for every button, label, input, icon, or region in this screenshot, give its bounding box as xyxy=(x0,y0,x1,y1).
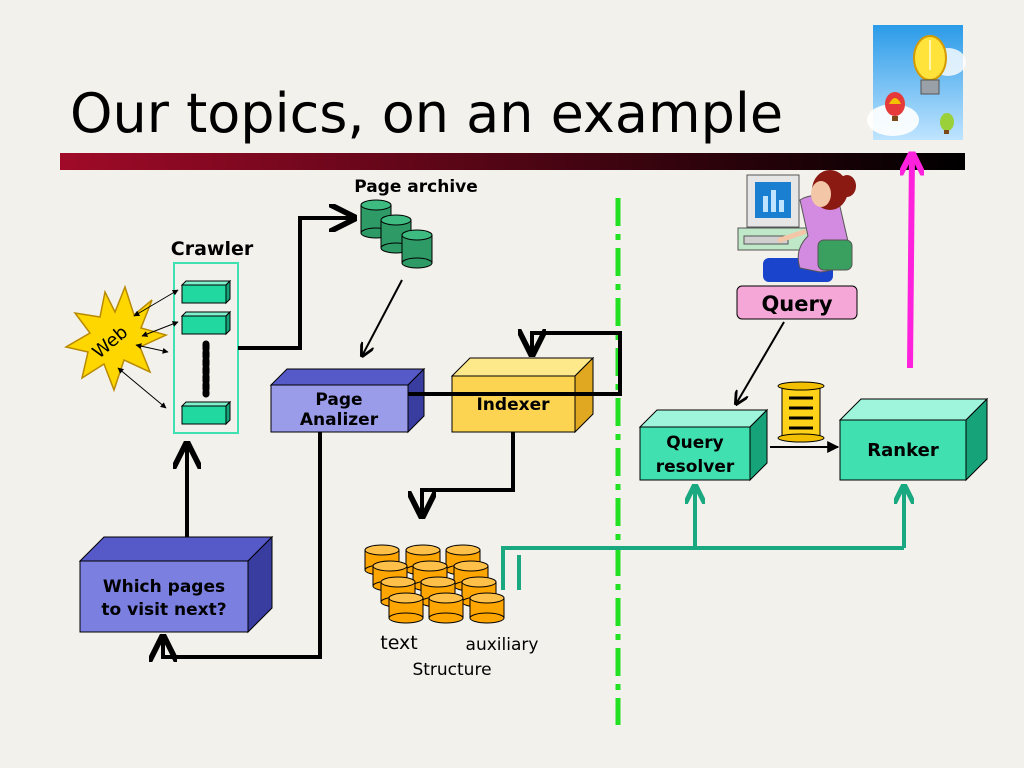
crawler-agents xyxy=(180,279,232,426)
ranker-to-user-arrow xyxy=(910,154,912,369)
which-pages-label-line1: Which pages xyxy=(103,577,225,597)
structure-cylinder xyxy=(469,592,505,624)
structure-cylinder xyxy=(428,592,464,624)
web-crawler-arrow xyxy=(117,367,167,409)
which-pages-label-line2: to visit next? xyxy=(101,600,226,620)
structure-to-query-connectors xyxy=(501,486,904,590)
ranker-label: Ranker xyxy=(867,440,939,461)
web-crawler-arrow xyxy=(133,289,179,317)
ranker-box: Ranker xyxy=(838,397,989,482)
indexer-box: Indexer xyxy=(450,356,595,434)
web-crawler-arrow xyxy=(141,321,179,337)
archive-to-analizer-arrow xyxy=(362,279,403,356)
crawler-label: Crawler xyxy=(171,238,254,260)
query-to-resolver-arrow xyxy=(736,321,785,404)
query-label: Query xyxy=(761,292,832,316)
structure-text-label: text xyxy=(380,632,418,654)
indexer-to-structure-arrow xyxy=(422,432,515,516)
page-archive-label: Page archive xyxy=(354,177,478,197)
page-analizer-box: Page Analizer xyxy=(269,367,426,434)
query-resolver-label-line2: resolver xyxy=(656,457,735,477)
scroll-icon xyxy=(777,381,825,443)
user-at-computer-icon xyxy=(737,170,856,282)
query-resolver-label-line1: Query xyxy=(666,433,724,453)
page-archive-database-icon xyxy=(360,199,433,269)
page-analizer-label-line2: Analizer xyxy=(300,410,379,430)
analizer-to-indexer-arrow xyxy=(408,333,622,396)
web-crawler-arrow xyxy=(135,343,169,354)
web-star-icon: Web xyxy=(63,284,169,393)
structure-auxiliary-label: auxiliary xyxy=(466,635,539,655)
structure-cylinder xyxy=(388,592,424,624)
structure-label: Structure xyxy=(412,660,491,680)
slide-title: Our topics, on an example xyxy=(70,82,784,145)
indexer-label: Indexer xyxy=(476,395,550,415)
which-pages-box: Which pages to visit next? xyxy=(78,535,274,634)
query-badge: Query xyxy=(736,285,858,320)
analizer-to-which-pages-arrow xyxy=(163,432,322,657)
title-bar xyxy=(60,153,965,170)
lightbulb-balloons-icon xyxy=(867,25,966,140)
query-resolver-box: Query resolver xyxy=(638,408,769,482)
page-analizer-label-line1: Page xyxy=(315,390,362,410)
crawler-to-archive-arrow xyxy=(238,218,354,350)
structure-database-icon xyxy=(364,544,505,624)
